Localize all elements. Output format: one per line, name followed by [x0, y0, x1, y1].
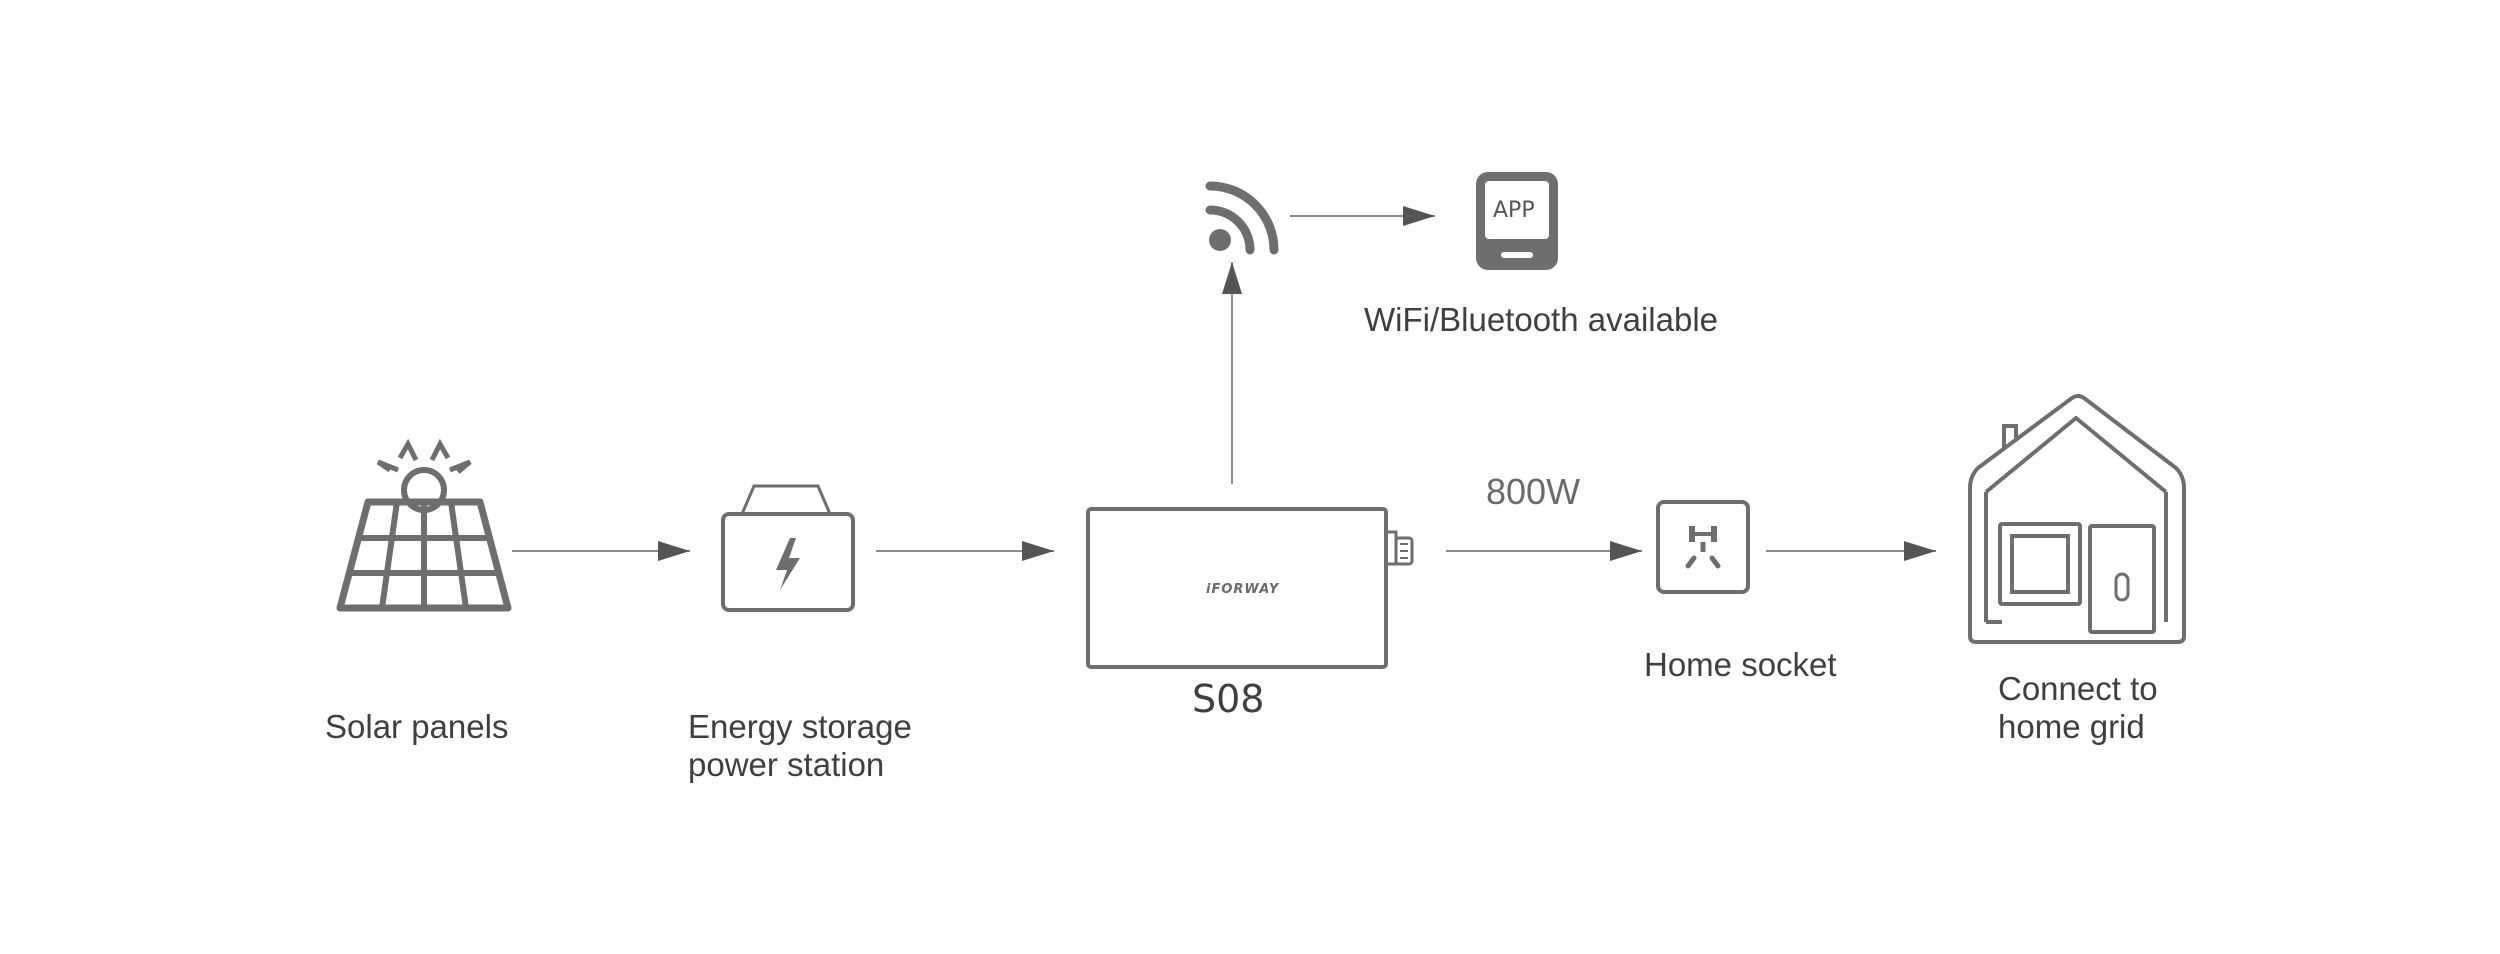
home-label-line1: Connect to: [1998, 670, 2158, 707]
home-label-line2: home grid: [1998, 708, 2145, 745]
tablet-app-icon: APP: [1476, 172, 1558, 270]
app-text: APP: [1493, 198, 1535, 223]
solar-panel-icon: [336, 438, 512, 612]
device-label: S08: [1192, 677, 1264, 721]
wifi-signal-icon: [1205, 181, 1279, 255]
house-icon: [1968, 394, 2186, 644]
storage-label-line2: power station: [688, 746, 884, 783]
power-socket-icon: [1656, 500, 1750, 594]
storage-label-line1: Energy storage: [688, 708, 912, 745]
solar-label: Solar panels: [325, 708, 508, 745]
device-brand: iFORWAY: [1206, 582, 1280, 597]
wireless-label: WiFi/Bluetooth available: [1364, 301, 1718, 338]
socket-label: Home socket: [1644, 646, 1837, 683]
battery-bolt-icon: [721, 484, 855, 612]
inverter-device-icon: [1086, 507, 1414, 669]
edge-power-label: 800W: [1486, 471, 1580, 512]
